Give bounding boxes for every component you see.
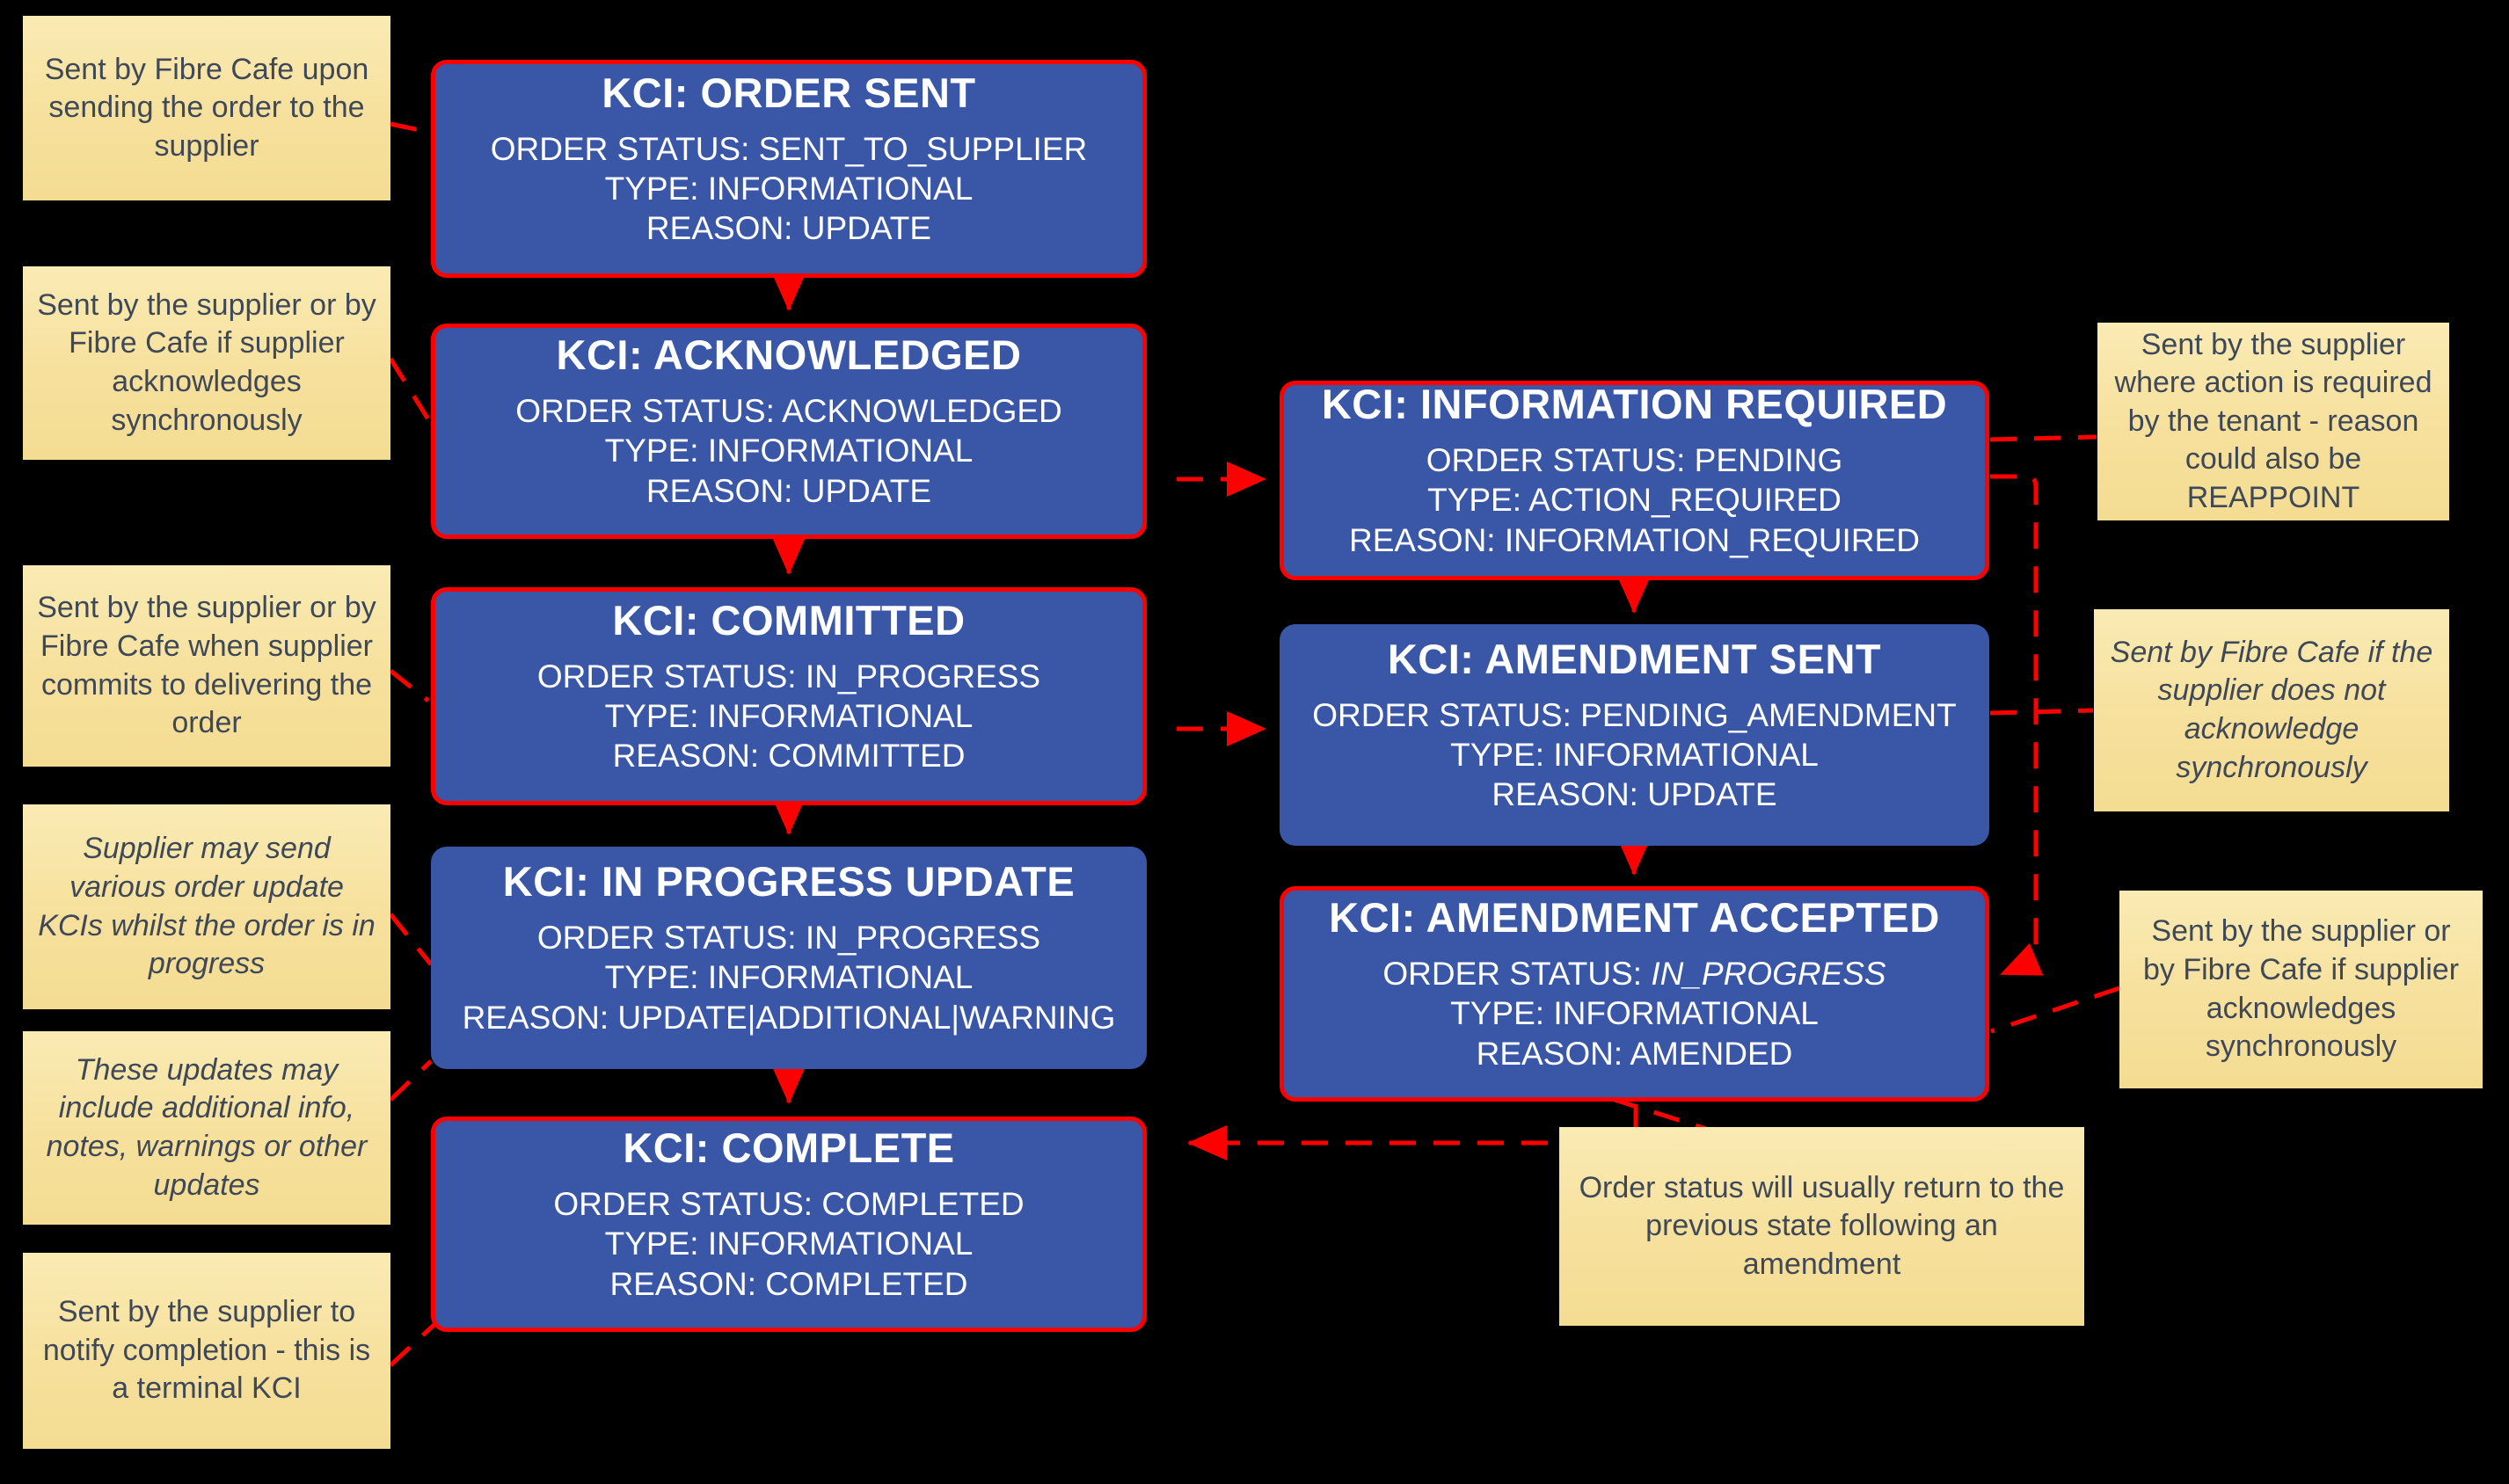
note-text: Sent by the supplier or by Fibre Cafe if… (37, 287, 376, 437)
node-line: REASON: UPDATE (645, 472, 932, 509)
leader-note-updates (389, 1059, 433, 1102)
node-line-status: ORDER STATUS: IN_PROGRESS (1382, 954, 1885, 993)
node-line: TYPE: INFORMATIONAL (604, 959, 974, 996)
status-value-italic: IN_PROGRESS (1651, 956, 1886, 993)
node-committed: KCI: COMMITTED ORDER STATUS: IN_PROGRESS… (431, 587, 1147, 805)
node-line: REASON: AMENDED (1476, 1035, 1793, 1072)
note-text: Sent by the supplier to notify completio… (42, 1295, 371, 1406)
status-label: ORDER STATUS: (1382, 956, 1652, 993)
node-acknowledged: KCI: ACKNOWLEDGED ORDER STATUS: ACKNOWLE… (431, 324, 1147, 539)
node-line: TYPE: INFORMATIONAL (1450, 736, 1819, 773)
node-amendment-accepted: KCI: AMENDMENT ACCEPTED ORDER STATUS: IN… (1280, 886, 1989, 1102)
note-text: Sent by Fibre Cafe upon sending the orde… (44, 52, 369, 163)
note-amendment-accepted: Sent by the supplier or by Fibre Cafe if… (2119, 891, 2483, 1088)
note-text: Sent by Fibre Cafe if the supplier does … (2110, 635, 2433, 784)
leader-note-complete (389, 1317, 442, 1367)
note-text: Supplier may send various order update K… (38, 832, 376, 981)
leader-note-amendment-accepted (1990, 986, 2120, 1034)
node-line: TYPE: INFORMATIONAL (604, 170, 974, 207)
node-order-sent: KCI: ORDER SENT ORDER STATUS: SENT_TO_SU… (431, 60, 1147, 278)
node-line: TYPE: INFORMATIONAL (604, 1226, 974, 1262)
note-complete: Sent by the supplier to notify completio… (23, 1253, 390, 1449)
note-committed: Sent by the supplier or by Fibre Cafe wh… (23, 565, 390, 767)
note-text: Sent by the supplier where action is req… (2114, 327, 2432, 514)
node-line: REASON: COMPLETED (609, 1265, 968, 1302)
note-order-sent: Sent by Fibre Cafe upon sending the orde… (23, 16, 390, 200)
node-amendment-sent: KCI: AMENDMENT SENT ORDER STATUS: PENDIN… (1280, 624, 1989, 846)
leader-note-information-required (1989, 434, 2097, 442)
note-text: Sent by the supplier or by Fibre Cafe wh… (37, 591, 376, 740)
node-line: ORDER STATUS: PENDING_AMENDMENT (1312, 696, 1957, 733)
node-title: KCI: AMENDMENT ACCEPTED (1329, 894, 1940, 942)
node-complete: KCI: COMPLETE ORDER STATUS: COMPLETED TY… (431, 1117, 1147, 1332)
node-title: KCI: INFORMATION REQUIRED (1321, 381, 1948, 428)
leader-note-in-progress (389, 913, 433, 966)
arrow-information-required-to-amendment-accepted (1990, 474, 2044, 977)
note-text: Order status will usually return to the … (1579, 1170, 2065, 1281)
node-line: ORDER STATUS: IN_PROGRESS (536, 920, 1041, 957)
leader-note-acknowledged (388, 357, 431, 421)
node-line: REASON: UPDATE (645, 210, 932, 247)
node-line: ORDER STATUS: IN_PROGRESS (536, 658, 1041, 695)
note-amendment-sent: Sent by Fibre Cafe if the supplier does … (2094, 609, 2449, 811)
note-text: These updates may include additional inf… (46, 1052, 368, 1202)
node-line: TYPE: INFORMATIONAL (604, 697, 974, 734)
node-line: REASON: COMMITTED (612, 738, 966, 775)
leader-note-amendment-sent (1989, 708, 2094, 716)
note-bottom-amendment: Order status will usually return to the … (1559, 1127, 2084, 1326)
node-line: REASON: INFORMATION_REQUIRED (1349, 521, 1920, 558)
node-line: ORDER STATUS: COMPLETED (553, 1186, 1025, 1223)
note-updates: These updates may include additional inf… (23, 1031, 390, 1225)
note-in-progress: Supplier may send various order update K… (23, 804, 390, 1009)
node-line: TYPE: INFORMATIONAL (1450, 995, 1819, 1032)
node-title: KCI: IN PROGRESS UPDATE (502, 858, 1076, 906)
leader-note-order-sent (390, 121, 429, 135)
node-line: REASON: UPDATE|ADDITIONAL|WARNING (462, 999, 1116, 1036)
note-information-required: Sent by the supplier where action is req… (2097, 323, 2449, 520)
node-title: KCI: AMENDMENT SENT (1387, 635, 1882, 682)
node-title: KCI: ACKNOWLEDGED (556, 331, 1022, 379)
node-line: ORDER STATUS: SENT_TO_SUPPLIER (490, 130, 1088, 167)
note-acknowledged: Sent by the supplier or by Fibre Cafe if… (23, 266, 390, 460)
node-line: ORDER STATUS: ACKNOWLEDGED (515, 393, 1062, 430)
note-text: Sent by the supplier or by Fibre Cafe if… (2142, 914, 2460, 1064)
node-line: ORDER STATUS: PENDING (1426, 442, 1843, 479)
node-title: KCI: ORDER SENT (602, 69, 976, 116)
leader-note-committed (389, 669, 430, 702)
node-in-progress-update: KCI: IN PROGRESS UPDATE ORDER STATUS: IN… (431, 847, 1147, 1069)
node-title: KCI: COMMITTED (612, 596, 966, 644)
node-title: KCI: COMPLETE (623, 1124, 955, 1172)
node-line: REASON: UPDATE (1492, 776, 1777, 813)
node-line: TYPE: INFORMATIONAL (604, 433, 974, 469)
node-line: TYPE: ACTION_REQUIRED (1427, 482, 1842, 519)
node-information-required: KCI: INFORMATION REQUIRED ORDER STATUS: … (1280, 381, 1989, 580)
